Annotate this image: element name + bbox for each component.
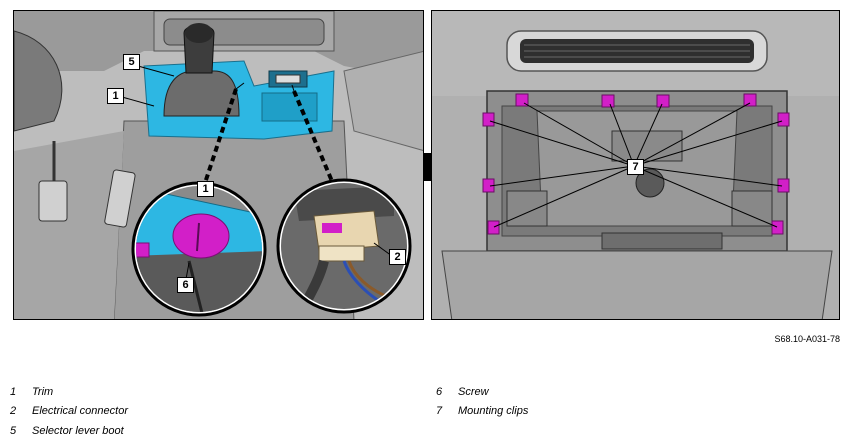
callout-6: 6 <box>177 277 194 293</box>
callout-7: 7 <box>627 159 644 175</box>
left-illustration <box>14 11 423 319</box>
legend-text: Trim <box>32 386 54 398</box>
figure-code: S68.10-A031-78 <box>774 334 840 344</box>
legend-text: Screw <box>458 386 489 398</box>
legend-number: 6 <box>436 386 443 398</box>
callout-5: 5 <box>123 54 140 70</box>
callout-2: 2 <box>389 249 406 265</box>
legend-number: 5 <box>10 425 17 437</box>
legend-text: Selector lever boot <box>32 425 124 437</box>
callout-1-detail: 1 <box>197 181 214 197</box>
selector-lever-boot <box>163 70 240 117</box>
illustration-right-panel: 7 <box>431 10 840 320</box>
detail-circle-screw <box>131 181 267 317</box>
detail-circle-connector <box>276 178 412 314</box>
legend-text: Mounting clips <box>458 405 529 417</box>
legend-number: 2 <box>10 405 17 417</box>
legend-number: 7 <box>436 405 443 417</box>
illustration-left-panel: 5 1 1 6 2 <box>13 10 424 320</box>
callout-1-main: 1 <box>107 88 124 104</box>
legend-text: Electrical connector <box>32 405 128 417</box>
legend-number: 1 <box>10 386 17 398</box>
mounting-clips <box>482 93 790 235</box>
right-illustration <box>432 11 839 319</box>
